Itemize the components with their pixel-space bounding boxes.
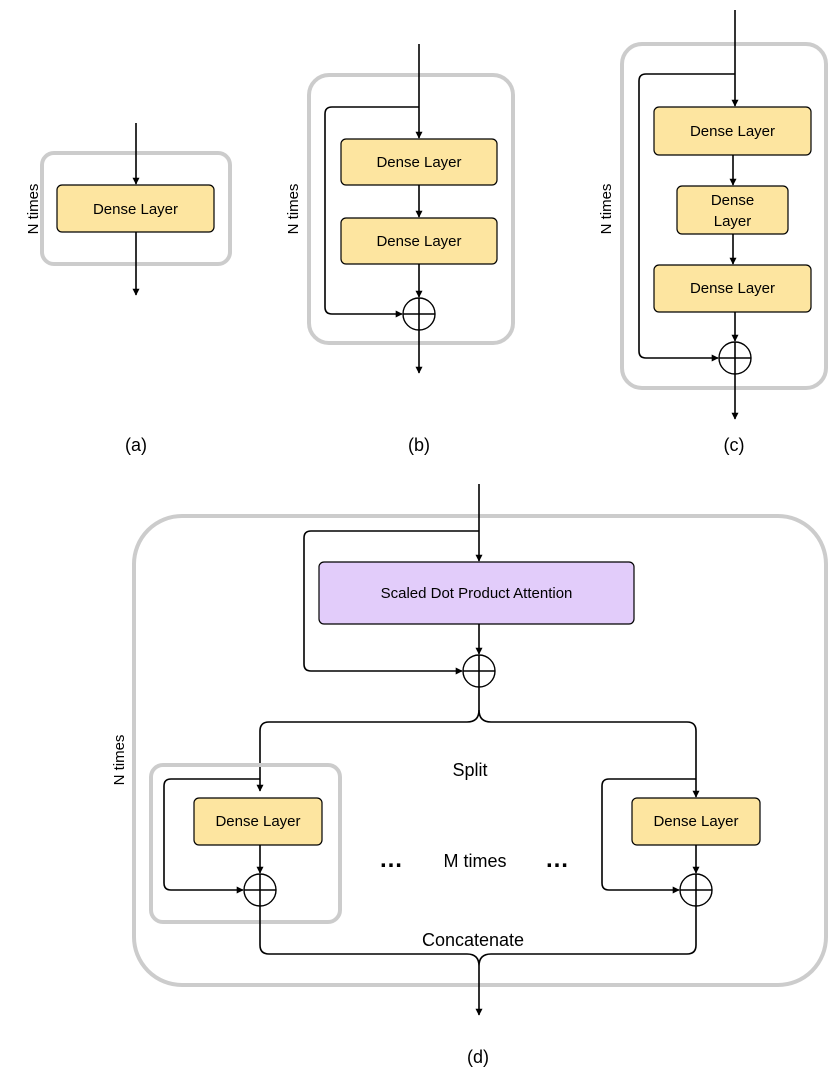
split-stem bbox=[466, 687, 480, 723]
n-times-label-b: N times bbox=[285, 184, 302, 235]
panel-a: N times Dense Layer (a) bbox=[25, 123, 232, 455]
dense-layer-b1-label: Dense Layer bbox=[376, 154, 461, 171]
caption-a: (a) bbox=[125, 435, 147, 455]
skip-connection-attention bbox=[303, 530, 479, 675]
repeat-frame-c bbox=[620, 42, 828, 390]
sum-node-left bbox=[243, 873, 277, 907]
attention-block-label: Scaled Dot Product Attention bbox=[381, 585, 573, 602]
sum-node-right bbox=[679, 873, 713, 907]
panel-c: N times Dense Layer Dense Layer Dense La… bbox=[598, 10, 828, 455]
concatenate-label: Concatenate bbox=[422, 930, 524, 950]
dense-layer-c3 bbox=[653, 264, 812, 313]
caption-b: (b) bbox=[408, 435, 430, 455]
sum-node-attention bbox=[462, 654, 496, 688]
sum-node-c bbox=[718, 341, 752, 375]
repeat-frame-d bbox=[132, 514, 828, 987]
n-times-label-a: N times bbox=[25, 184, 42, 235]
dense-layer-c2-label-line2: Layer bbox=[714, 213, 752, 230]
skip-connection-left bbox=[163, 778, 260, 894]
ellipsis-left: … bbox=[379, 846, 403, 873]
skip-connection-right bbox=[601, 778, 696, 894]
attention-block bbox=[318, 561, 635, 625]
skip-connection-b bbox=[324, 106, 419, 318]
dense-layer-b2-label: Dense Layer bbox=[376, 233, 461, 250]
caption-d: (d) bbox=[467, 1047, 489, 1067]
skip-connection-c bbox=[638, 73, 735, 362]
dense-layer-left-label: Dense Layer bbox=[215, 813, 300, 830]
dense-layer-c3-label: Dense Layer bbox=[690, 280, 775, 297]
sum-node-b bbox=[402, 297, 436, 331]
dense-layer-c1-label: Dense Layer bbox=[690, 123, 775, 140]
m-times-label: M times bbox=[444, 851, 507, 871]
n-times-label-c: N times bbox=[598, 184, 615, 235]
dense-layer-right-label: Dense Layer bbox=[653, 813, 738, 830]
split-branch-right bbox=[491, 721, 700, 798]
dense-layer-left bbox=[193, 797, 323, 846]
panel-b: N times Dense Layer Dense Layer (b) bbox=[285, 44, 515, 455]
split-branch-left bbox=[260, 709, 492, 791]
dense-layer-a-label: Dense Layer bbox=[93, 201, 178, 218]
ellipsis-right: … bbox=[545, 846, 569, 873]
caption-c: (c) bbox=[724, 435, 745, 455]
dense-layer-c2-label-line1: Dense bbox=[711, 192, 754, 209]
split-label: Split bbox=[452, 760, 487, 780]
n-times-label-d: N times bbox=[111, 735, 128, 786]
concat-merge bbox=[259, 906, 697, 1015]
sub-repeat-frame-left bbox=[149, 763, 342, 924]
panel-d: N times Scaled Dot Product Attention Spl… bbox=[111, 484, 828, 1067]
repeat-frame-b bbox=[307, 73, 515, 345]
